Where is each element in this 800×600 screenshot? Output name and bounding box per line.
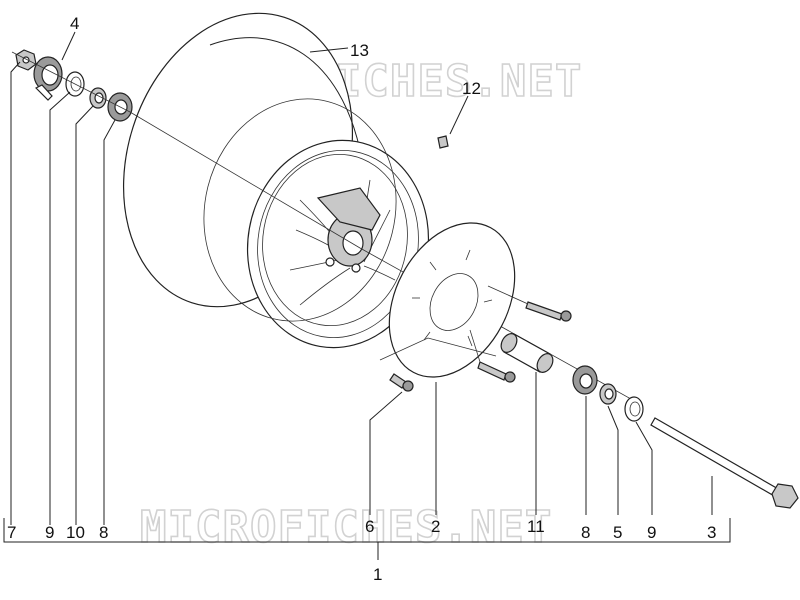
disc-slot-1 bbox=[429, 261, 437, 271]
bearing-part-8-right bbox=[572, 365, 598, 395]
leader-4 bbox=[61, 31, 76, 61]
disc-bolt-2-head bbox=[504, 371, 516, 383]
leader-12 bbox=[449, 95, 469, 135]
nut-part-7 bbox=[15, 49, 37, 71]
disc-bolt-3 bbox=[389, 373, 407, 389]
hub-bolt-2 bbox=[325, 257, 335, 267]
callout-9-left: 9 bbox=[45, 523, 54, 542]
callout-13: 13 bbox=[350, 41, 369, 60]
seal-9-right bbox=[624, 396, 644, 422]
disc-slot-2 bbox=[465, 249, 471, 261]
callout-7: 7 bbox=[7, 523, 16, 542]
speedo-drive-bore bbox=[41, 64, 59, 86]
axle-bolt-part-3 bbox=[650, 417, 799, 509]
disc-slot-5 bbox=[423, 331, 431, 341]
seal-part-9-right bbox=[624, 396, 644, 422]
callout-12: 12 bbox=[462, 79, 481, 98]
brake-disc-centre bbox=[429, 273, 479, 331]
disc-bolt-1-head bbox=[560, 310, 572, 322]
disc-bolt-2 bbox=[477, 361, 507, 381]
valve-part-12 bbox=[437, 135, 449, 149]
rim-bead bbox=[262, 153, 408, 327]
callout-10: 10 bbox=[66, 523, 85, 542]
seal-9-right-inner bbox=[629, 401, 641, 417]
disc-slot-3 bbox=[483, 299, 493, 303]
leader-8-left bbox=[103, 119, 116, 525]
leader-9-left bbox=[49, 91, 71, 525]
spacer-tube-part-11 bbox=[500, 333, 554, 373]
callout-8-right: 8 bbox=[581, 523, 590, 542]
speedo-drive-tab bbox=[34, 84, 53, 101]
spacer-tube-end-left bbox=[500, 333, 518, 353]
assembly-bracket bbox=[3, 518, 731, 543]
brake-disc-part-2 bbox=[388, 222, 516, 378]
callout-8-left: 8 bbox=[99, 523, 108, 542]
seal-9-left-inner bbox=[70, 76, 82, 92]
axle-shaft bbox=[650, 417, 781, 498]
leader-7 bbox=[10, 61, 21, 525]
leader-6 bbox=[369, 391, 403, 515]
hub-caliper-mount bbox=[316, 187, 381, 231]
bolt-bracket bbox=[379, 337, 497, 361]
spacer-part-5 bbox=[599, 383, 617, 405]
spacer-part-10 bbox=[89, 87, 107, 109]
leader-13 bbox=[309, 47, 349, 53]
watermark-bottom: MICROFICHES.NET bbox=[140, 502, 552, 553]
leader-9-right bbox=[635, 421, 653, 515]
callout-5: 5 bbox=[613, 523, 622, 542]
callout-labels: 4 13 12 7 9 10 8 6 2 11 8 5 9 3 1 bbox=[7, 14, 716, 584]
leader-lines bbox=[3, 31, 731, 560]
callout-11: 11 bbox=[527, 517, 545, 536]
leader-10 bbox=[75, 105, 94, 525]
disc-bolt-1 bbox=[525, 301, 563, 321]
leader-5 bbox=[607, 405, 619, 515]
callout-3: 3 bbox=[707, 523, 716, 542]
callout-2: 2 bbox=[431, 517, 440, 536]
spacer-5-bore bbox=[604, 388, 614, 400]
hub-bolt-1 bbox=[351, 263, 361, 273]
disc-slot-4 bbox=[467, 335, 473, 347]
callout-9-right: 9 bbox=[647, 523, 656, 542]
valve-12 bbox=[437, 135, 449, 149]
bolt-line-1 bbox=[487, 285, 529, 305]
disc-bolt-3-head bbox=[402, 380, 414, 392]
hub-bore bbox=[342, 230, 364, 256]
speedo-drive-part-4 bbox=[33, 56, 63, 101]
brake-disc bbox=[388, 222, 516, 378]
spacer-tube-end-right bbox=[536, 353, 554, 373]
spoke-4 bbox=[299, 267, 351, 306]
bolt-line-2 bbox=[469, 329, 481, 363]
rim-back-flange bbox=[203, 98, 397, 322]
bearing-8-right-bore bbox=[579, 373, 593, 389]
callout-6: 6 bbox=[365, 517, 374, 536]
disc-bolts-part-6 bbox=[379, 285, 572, 392]
spoke-7 bbox=[363, 265, 396, 281]
callout-4: 4 bbox=[70, 14, 79, 33]
tyre-and-rim bbox=[122, 12, 430, 349]
axle-head bbox=[771, 483, 799, 509]
callout-1: 1 bbox=[373, 565, 382, 584]
